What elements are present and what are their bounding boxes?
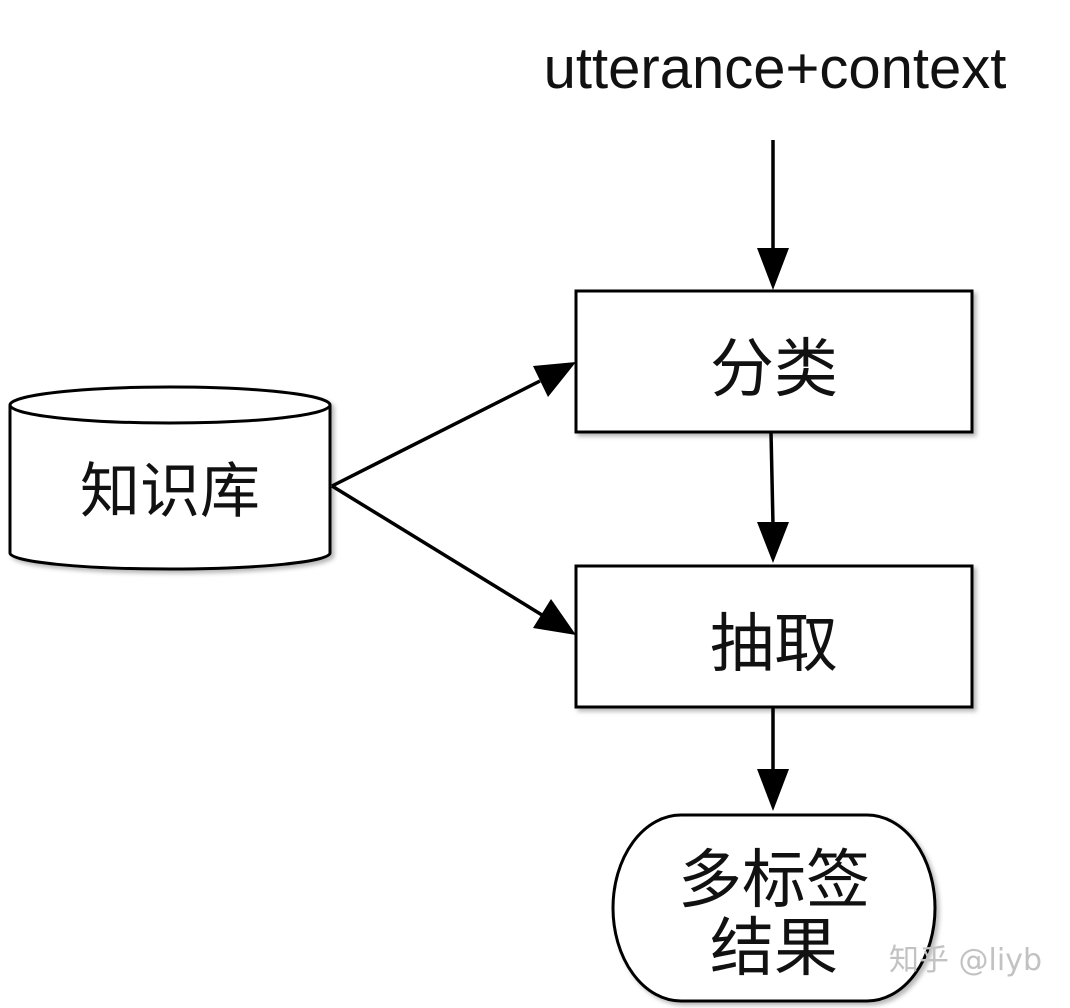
result-node xyxy=(611,813,937,1003)
arrowhead-input-to-classify xyxy=(757,248,789,290)
knowledge-base-label: 知识库 xyxy=(80,457,260,527)
result-label-line2: 结果 xyxy=(710,912,838,986)
extract-label: 抽取 xyxy=(710,608,838,682)
edges xyxy=(331,140,789,811)
watermark: 知乎 @liyb xyxy=(889,943,1042,978)
result-label-line1: 多标签 xyxy=(678,844,870,918)
arrowhead-kb-to-classify xyxy=(533,362,576,397)
cylinder-top xyxy=(8,385,332,425)
arrowhead-kb-to-extract xyxy=(533,599,576,635)
arrowhead-classify-to-extract xyxy=(757,522,789,563)
arrowhead-extract-to-result xyxy=(757,769,789,811)
edge-kb-to-extract xyxy=(331,484,543,617)
extract-node xyxy=(574,564,974,709)
classify-node xyxy=(574,289,974,434)
classify-label: 分类 xyxy=(710,333,838,407)
input-label: utterance+context xyxy=(544,36,1007,101)
edge-kb-to-classify xyxy=(331,379,541,488)
edge-classify-to-extract xyxy=(769,431,775,526)
cylinder-body xyxy=(8,405,332,571)
knowledge-base-node xyxy=(8,385,332,571)
